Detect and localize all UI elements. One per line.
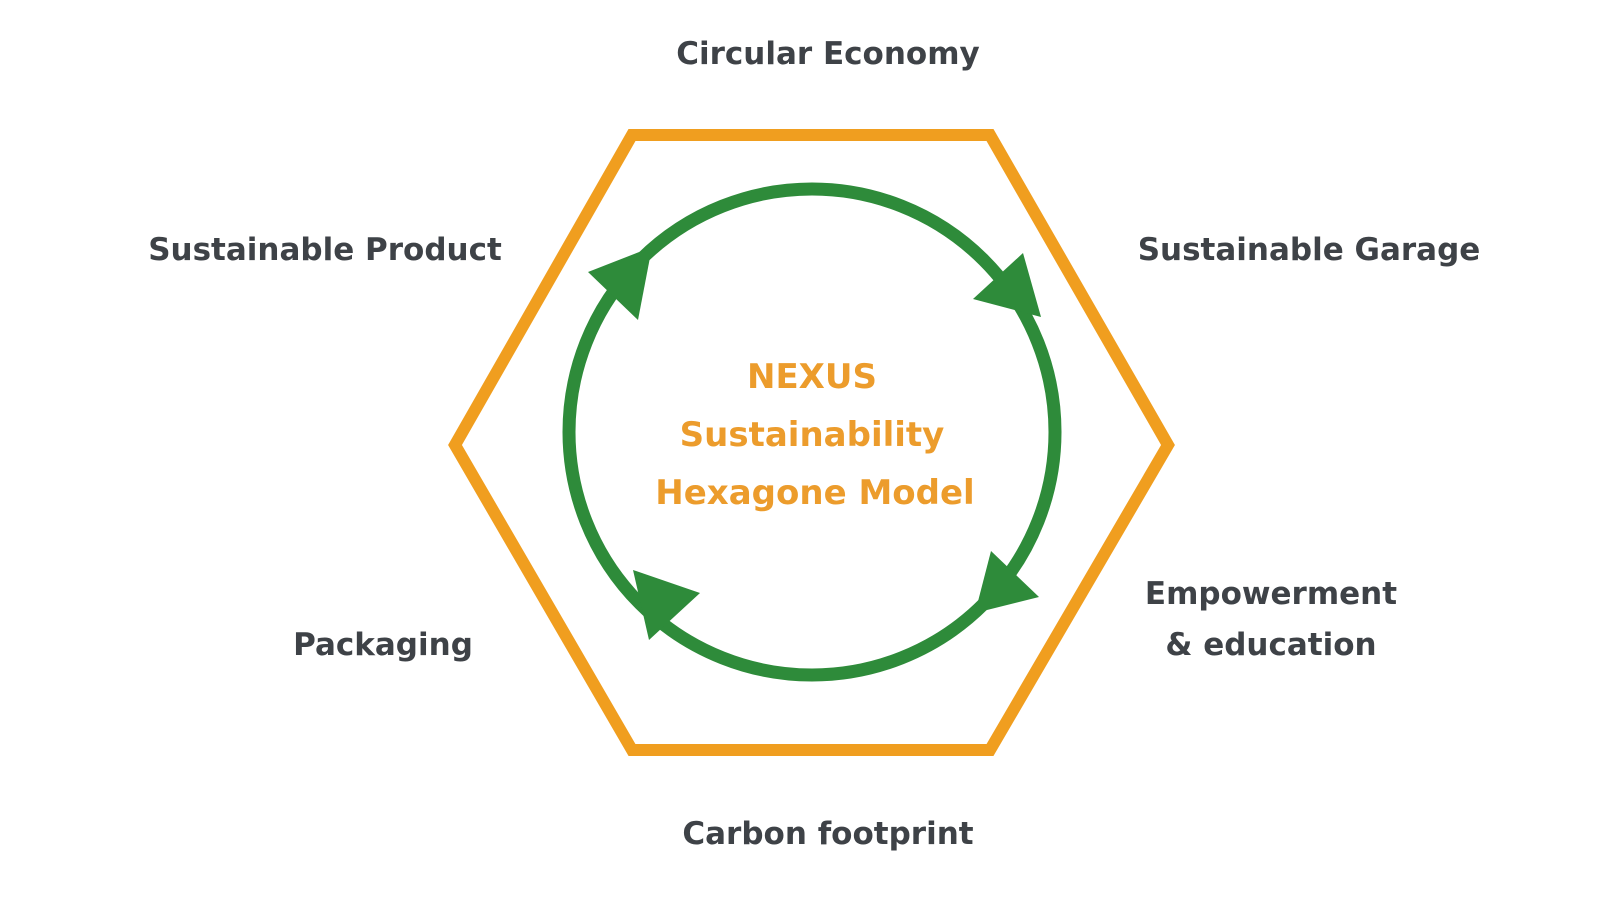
hexagon-outline — [448, 129, 1175, 756]
arrowhead-icon — [975, 551, 1039, 613]
label-carbon-footprint: Carbon footprint — [682, 816, 973, 852]
arrowhead-icon — [588, 247, 652, 320]
center-title: NEXUS Sustainability Hexagone Model — [655, 357, 974, 513]
label-education: & education — [1165, 627, 1376, 663]
arrowhead-icon — [973, 253, 1041, 317]
center-title-line-2: Sustainability — [680, 415, 945, 455]
cycle-ring — [562, 182, 1062, 682]
center-title-line-1: NEXUS — [747, 357, 877, 397]
label-packaging: Packaging — [293, 627, 473, 663]
center-title-line-3: Hexagone Model — [655, 473, 974, 513]
label-sustainable-product: Sustainable Product — [148, 232, 502, 268]
cycle-arrows — [562, 182, 1062, 682]
label-empowerment: Empowerment — [1145, 576, 1397, 612]
side-labels: Circular Economy Sustainable Product Sus… — [148, 36, 1480, 852]
arrowhead-icon — [633, 570, 700, 640]
label-circular-economy: Circular Economy — [676, 36, 979, 72]
label-sustainable-garage: Sustainable Garage — [1138, 232, 1481, 268]
